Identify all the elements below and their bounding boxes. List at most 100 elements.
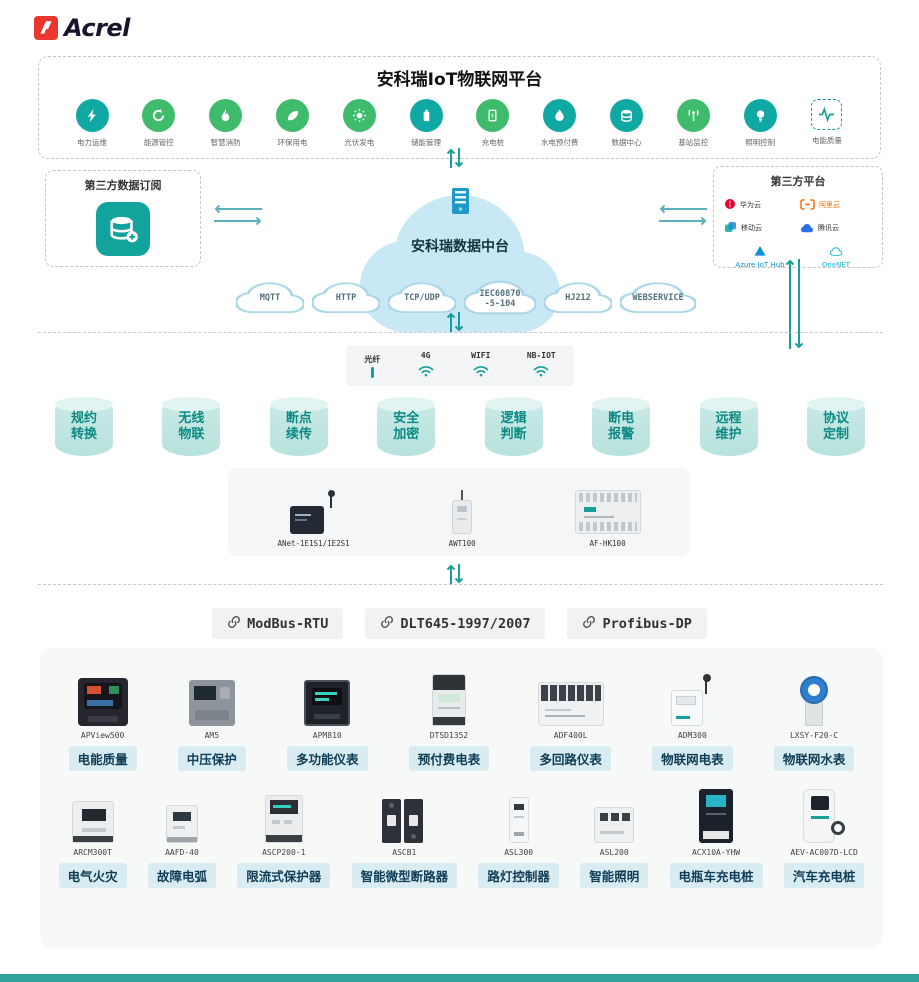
device-category-badge: 电能质量 xyxy=(68,746,137,771)
gateway-afhk100: AF-HK100 xyxy=(574,490,641,548)
adf400l-image xyxy=(537,670,604,726)
capability-label: 断点 续传 xyxy=(285,411,312,443)
capability-cylinder: 无线 物联 xyxy=(162,397,221,456)
device-row-1: APView500 电能质量 AM5 中压保护 xyxy=(48,670,875,771)
device-model: ARCM300T xyxy=(73,848,112,857)
device-model: ASL300 xyxy=(504,848,534,857)
device-category-badge: 路灯控制器 xyxy=(478,863,559,888)
app-label: 能源管控 xyxy=(143,138,174,147)
wifi-icon xyxy=(417,362,435,381)
device-grid: APView500 电能质量 AM5 中压保护 xyxy=(40,648,883,948)
link-icon xyxy=(227,614,241,633)
device-model: ASCB1 xyxy=(392,848,417,857)
protocol-label: IEC60870 -5-104 xyxy=(479,289,521,309)
capability-cylinder: 安全 加密 xyxy=(377,397,436,456)
conn-label: 光纤 xyxy=(364,355,381,364)
app-water-prepay: 水电预付费 xyxy=(529,99,591,148)
conn-label: WIFI xyxy=(471,351,491,360)
app-power-om: 电力运维 xyxy=(61,99,123,148)
app-pv: 光伏发电 xyxy=(328,99,390,148)
device-category-badge: 预付费电表 xyxy=(408,746,490,771)
device-aafd40: AAFD-40 故障电弧 xyxy=(147,787,216,888)
device-category-badge: 多回路仪表 xyxy=(530,746,611,771)
device-model: ASCP200-1 xyxy=(262,848,306,857)
capability-cylinder: 规约 转换 xyxy=(55,397,113,456)
app-eco: 环保用电 xyxy=(261,99,323,148)
protocol-cloud-http: HTTP xyxy=(312,278,380,320)
protocol-clouds-row: MQTT HTTP TCP/UDP IEC60870 -5-104 HJ212 … xyxy=(236,276,696,322)
acrel-logo-icon xyxy=(34,16,58,40)
device-ascp200: ASCP200-1 限流式保护器 xyxy=(237,787,331,888)
app-label: 储能管理 xyxy=(411,138,442,147)
app-label: 充电桩 xyxy=(481,138,505,147)
asl200-image xyxy=(594,787,635,843)
third-party-title: 第三方平台 xyxy=(770,175,826,188)
power-om-icon xyxy=(75,99,109,132)
capability-cylinder: 远程 维护 xyxy=(699,397,758,456)
database-icon xyxy=(610,99,643,132)
device-model: AM5 xyxy=(204,731,220,740)
capability-label: 协议 定制 xyxy=(822,411,849,443)
app-label: 智慧消防 xyxy=(210,138,241,147)
page-title: 安科瑞IoT物联网平台 xyxy=(376,70,543,90)
device-asl300: ASL300 路灯控制器 xyxy=(478,787,559,888)
capability-cylinder: 断点 续传 xyxy=(269,397,328,456)
app-label: 光伏发电 xyxy=(344,138,375,147)
gateway-model: ANet-1E1S1/1E2S1 xyxy=(277,539,350,548)
provider-label: 腾讯云 xyxy=(818,223,839,232)
watermeter-image xyxy=(797,670,831,726)
capability-label: 断电 报警 xyxy=(608,411,635,443)
gateway-model: AF-HK100 xyxy=(589,539,626,548)
capability-label: 安全 加密 xyxy=(393,411,420,443)
azure-iot-icon xyxy=(754,241,766,260)
device-model: AAFD-40 xyxy=(165,848,199,857)
capability-label: 远程 维护 xyxy=(715,411,742,443)
acrel-logo-text: Acrel xyxy=(64,14,130,42)
updown-arrow-mid xyxy=(446,312,464,332)
ascp200-image xyxy=(264,787,303,843)
device-category-badge: 中压保护 xyxy=(177,746,246,771)
protocol-cloud-iec: IEC60870 -5-104 xyxy=(464,276,536,322)
capabilities-row: 规约 转换 无线 物联 断点 续传 安全 加密 逻辑 判断 断电 报警 远程 维… xyxy=(55,397,865,456)
third-party-platform-box: 第三方平台 华为云 阿里云 移动云 腾讯云 Azure IoT Hub xyxy=(713,166,883,269)
capability-cylinder: 断电 报警 xyxy=(592,397,651,456)
device-adm300: ADM300 物联网电表 xyxy=(652,670,733,771)
afhk100-device-image xyxy=(574,490,641,534)
provider-azure: Azure IoT Hub xyxy=(724,241,796,269)
iot-platform-box: 安科瑞IoT物联网平台 电力运维 能源管控 智慧消防 xyxy=(38,56,881,159)
bottom-accent-bar xyxy=(0,974,919,982)
protocol-cloud-tcpudp: TCP/UDP xyxy=(388,278,456,320)
protocol-label: TCP/UDP xyxy=(404,293,440,303)
right-vertical-bidirectional-arrow xyxy=(785,259,804,349)
am5-image xyxy=(188,670,235,726)
updown-arrow-bottom xyxy=(446,564,464,584)
left-bidirectional-arrow xyxy=(214,204,262,226)
fiber-icon xyxy=(370,367,374,378)
protocol-label: HTTP xyxy=(335,293,357,303)
gateway-awt100: AWT100 xyxy=(449,490,476,548)
device-lxsy-watermeter: LXSY-F20-C 物联网水表 xyxy=(773,670,855,771)
device-adf400l: ADF400L 多回路仪表 xyxy=(530,670,611,771)
app-label: 电能质量 xyxy=(811,136,842,145)
link-icon xyxy=(380,614,394,633)
chip-dlt645: DLT645-1997/2007 xyxy=(365,608,546,639)
device-model: ADF400L xyxy=(553,731,588,740)
capability-cylinder: 逻辑 判断 xyxy=(484,397,543,456)
bus-protocol-label: DLT645-1997/2007 xyxy=(400,615,531,632)
acrel-logo: Acrel xyxy=(34,14,130,42)
water-drop-icon xyxy=(543,99,577,132)
app-label: 环保用电 xyxy=(277,138,308,147)
capability-label: 逻辑 判断 xyxy=(500,411,527,443)
protocol-cloud-mqtt: MQTT xyxy=(236,278,304,320)
gateway-box: ANet-1E1S1/1E2S1 AWT100 xyxy=(228,468,690,556)
updown-arrow-top xyxy=(446,148,464,168)
device-model: LXSY-F20-C xyxy=(789,731,839,740)
gateway-anet: ANet-1E1S1/1E2S1 xyxy=(277,490,350,548)
dtsd1352-image xyxy=(431,670,466,726)
dashed-separator-1 xyxy=(38,332,883,333)
protocol-cloud-webservice: WEBSERVICE xyxy=(620,278,696,320)
arcm300t-image xyxy=(71,787,114,843)
app-label: 基站监控 xyxy=(678,138,709,147)
device-model: AEV-AC007D-LCD xyxy=(790,848,858,857)
app-label: 数据中心 xyxy=(611,138,642,147)
